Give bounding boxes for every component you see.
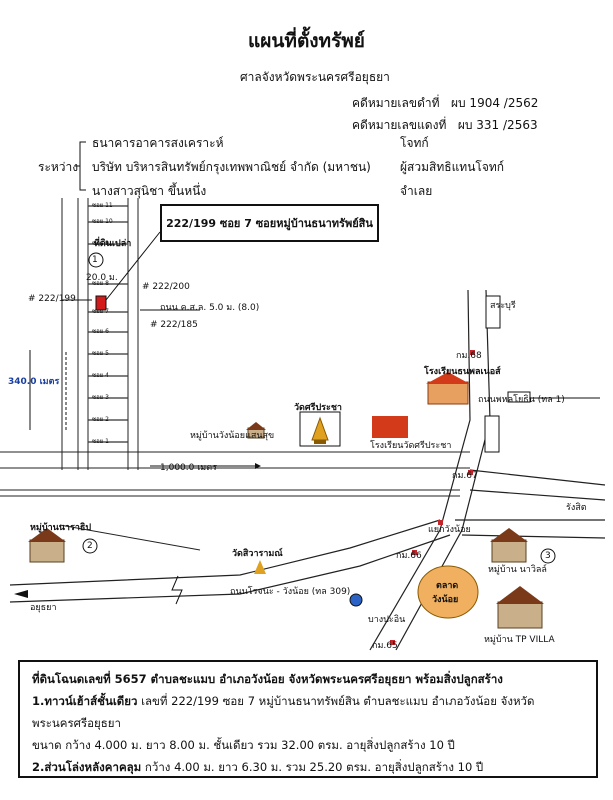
- soi-grid: [61, 198, 139, 470]
- temple-icon: [299, 411, 341, 447]
- case-red-label: คดีหมายเลขแดงที่: [352, 118, 447, 132]
- to-rangsit-label: รังสิต: [566, 503, 587, 513]
- soi-rows: [88, 205, 128, 443]
- empty-land-label: ที่ดินเปล่า: [94, 239, 132, 249]
- village-left-label: หมู่บ้านนาราธิป: [30, 523, 92, 533]
- soi-label: ซอย 3: [92, 394, 109, 401]
- km68-label: กม.68: [456, 351, 482, 361]
- rojana-road: [9, 519, 451, 603]
- item-2-line: 2.ส่วนโล่งหลังคาคลุม กว้าง 4.00 ม. ยาว 6…: [32, 756, 584, 778]
- item-1-title: 1.ทาวน์เฮ้าส์ชั้นเดียว: [32, 694, 138, 708]
- between-label: ระหว่าง: [38, 160, 79, 174]
- party-2-name: บริษัท บริหารสินทรัพย์กรุงเทพพาณิชย์ จำก…: [92, 160, 371, 174]
- plot-200-label: # 222/200: [142, 282, 190, 292]
- main-road-upper: [0, 451, 470, 497]
- case-red: คดีหมายเลขแดงที่ ผบ 331 /2563: [352, 116, 538, 135]
- party-3-role: จำเลย: [400, 184, 433, 198]
- km66-label: กม.66: [396, 551, 422, 561]
- temple-label: วัดศรีประชา: [294, 403, 342, 413]
- village-house-icon-4: [496, 586, 544, 629]
- case-black: คดีหมายเลขดำที่ ผบ 1904 /2562: [352, 94, 538, 113]
- soi-label: ซอย 10: [92, 218, 113, 225]
- court-name: ศาลจังหวัดพระนครศรีอยุธยา: [240, 70, 390, 84]
- to-saraburi-label: สระบุรี: [490, 301, 516, 311]
- subject-callout: 222/199 ซอย 7 ซอยหมู่บ้านธนาทรัพย์สิน: [160, 204, 379, 242]
- phahon-label: ถนนพหลโยธิน (ทล 1): [478, 395, 565, 405]
- num-2-label: 2: [87, 541, 93, 551]
- party-2-role: ผู้สวมสิทธิแทนโจทก์: [400, 160, 505, 174]
- party-1-name: ธนาคารอาคารสงเคราะห์: [92, 136, 224, 150]
- plot-main-label: # 222/199: [28, 294, 76, 304]
- soi-label: ซอย 1: [92, 438, 109, 445]
- page-title: แผนที่ตั้งทรัพย์: [248, 30, 365, 52]
- soi-label: ซอย 4: [92, 372, 109, 379]
- dist-1000-label: 1,000.0 เมตร: [160, 463, 217, 473]
- party-1-role: โจทก์: [400, 136, 429, 150]
- num-1-label: 1: [92, 255, 98, 265]
- num-3-label: 3: [545, 551, 551, 561]
- temple2-icon: [254, 560, 266, 574]
- case-black-label: คดีหมายเลขดำที่: [352, 96, 440, 110]
- km65-label: กม.65: [372, 641, 398, 651]
- market-label: ตลาด: [436, 581, 459, 591]
- soi-label: ซอย 9: [92, 240, 109, 247]
- subject-plot-marker: [95, 295, 107, 311]
- school-label: โรงเรียนธนพลเนอส์: [424, 367, 501, 377]
- soi-label: ซอย 8: [92, 280, 109, 287]
- item-1-size: ขนาด กว้าง 4.000 ม. ยาว 8.00 ม. ชั้นเดีย…: [32, 738, 455, 752]
- village-house-icon-1: [246, 422, 266, 439]
- village-right-label: หมู่บ้าน นาวิลล์: [488, 565, 547, 575]
- soi-label: ซอย 6: [92, 328, 109, 335]
- to-bangpain-label: บางปะอิน: [368, 615, 406, 625]
- width-label: 20.0 ม.: [86, 273, 118, 283]
- soi-label: ซอย 11: [92, 202, 113, 209]
- school-icon: [372, 372, 470, 438]
- dist-340-label: 340.0 เมตร: [8, 377, 60, 387]
- party-3-name: นางสาวสุนิชา ขึ้นหนึ่ง: [92, 184, 207, 198]
- market-icon: [417, 565, 479, 619]
- case-black-value: ผบ 1904 /2562: [450, 96, 539, 110]
- village-house-label: หมู่บ้านวังน้อยแสนสุข: [190, 431, 275, 441]
- junction-label: แยกวังน้อย: [428, 525, 471, 535]
- soi-label: ซอย 2: [92, 416, 109, 423]
- deed-line: ที่ดินโฉนดเลขที่ 5657 ตำบลชะแมบ อำเภอวัง…: [32, 672, 503, 686]
- item-1-detail: เลขที่ 222/199 ซอย 7 หมู่บ้านธนาทรัพย์สิ…: [32, 694, 535, 730]
- school2-label: โรงเรียนวัดศรีประชา: [370, 441, 452, 451]
- item-2-detail: กว้าง 4.00 ม. ยาว 6.30 ม. รวม 25.20 ตรม.…: [141, 760, 484, 774]
- truck-icon: [507, 391, 531, 403]
- item-1-line: 1.ทาวน์เฮ้าส์ชั้นเดียว เลขที่ 222/199 ซอ…: [32, 690, 584, 734]
- to-ayutthaya-label: อยุธยา: [30, 603, 57, 613]
- plot-185-label: # 222/185: [150, 320, 198, 330]
- soi-label: ซอย 5: [92, 350, 109, 357]
- village-house-icon-3: [490, 528, 528, 563]
- road-width-label: ถนน ค.ส.ล. 5.0 ม. (8.0): [160, 303, 260, 313]
- km67-label: กม.67: [452, 471, 478, 481]
- temple2-label: วัดสิวารามณ์: [232, 549, 283, 559]
- case-red-value: ผบ 331 /2563: [457, 118, 538, 132]
- soi-label: ซอย 7: [92, 308, 109, 315]
- market2-label: วังน้อย: [432, 595, 459, 605]
- item-2-title: 2.ส่วนโล่งหลังคาคลุม: [32, 760, 142, 774]
- village-tp-label: หมู่บ้าน TP VILLA: [484, 635, 555, 645]
- village-house-icon-2: [28, 528, 66, 563]
- property-info-box: ที่ดินโฉนดเลขที่ 5657 ตำบลชะแมบ อำเภอวัง…: [18, 660, 598, 778]
- rojana-road-label: ถนนโรจนะ - วังน้อย (ทล 309): [230, 587, 351, 597]
